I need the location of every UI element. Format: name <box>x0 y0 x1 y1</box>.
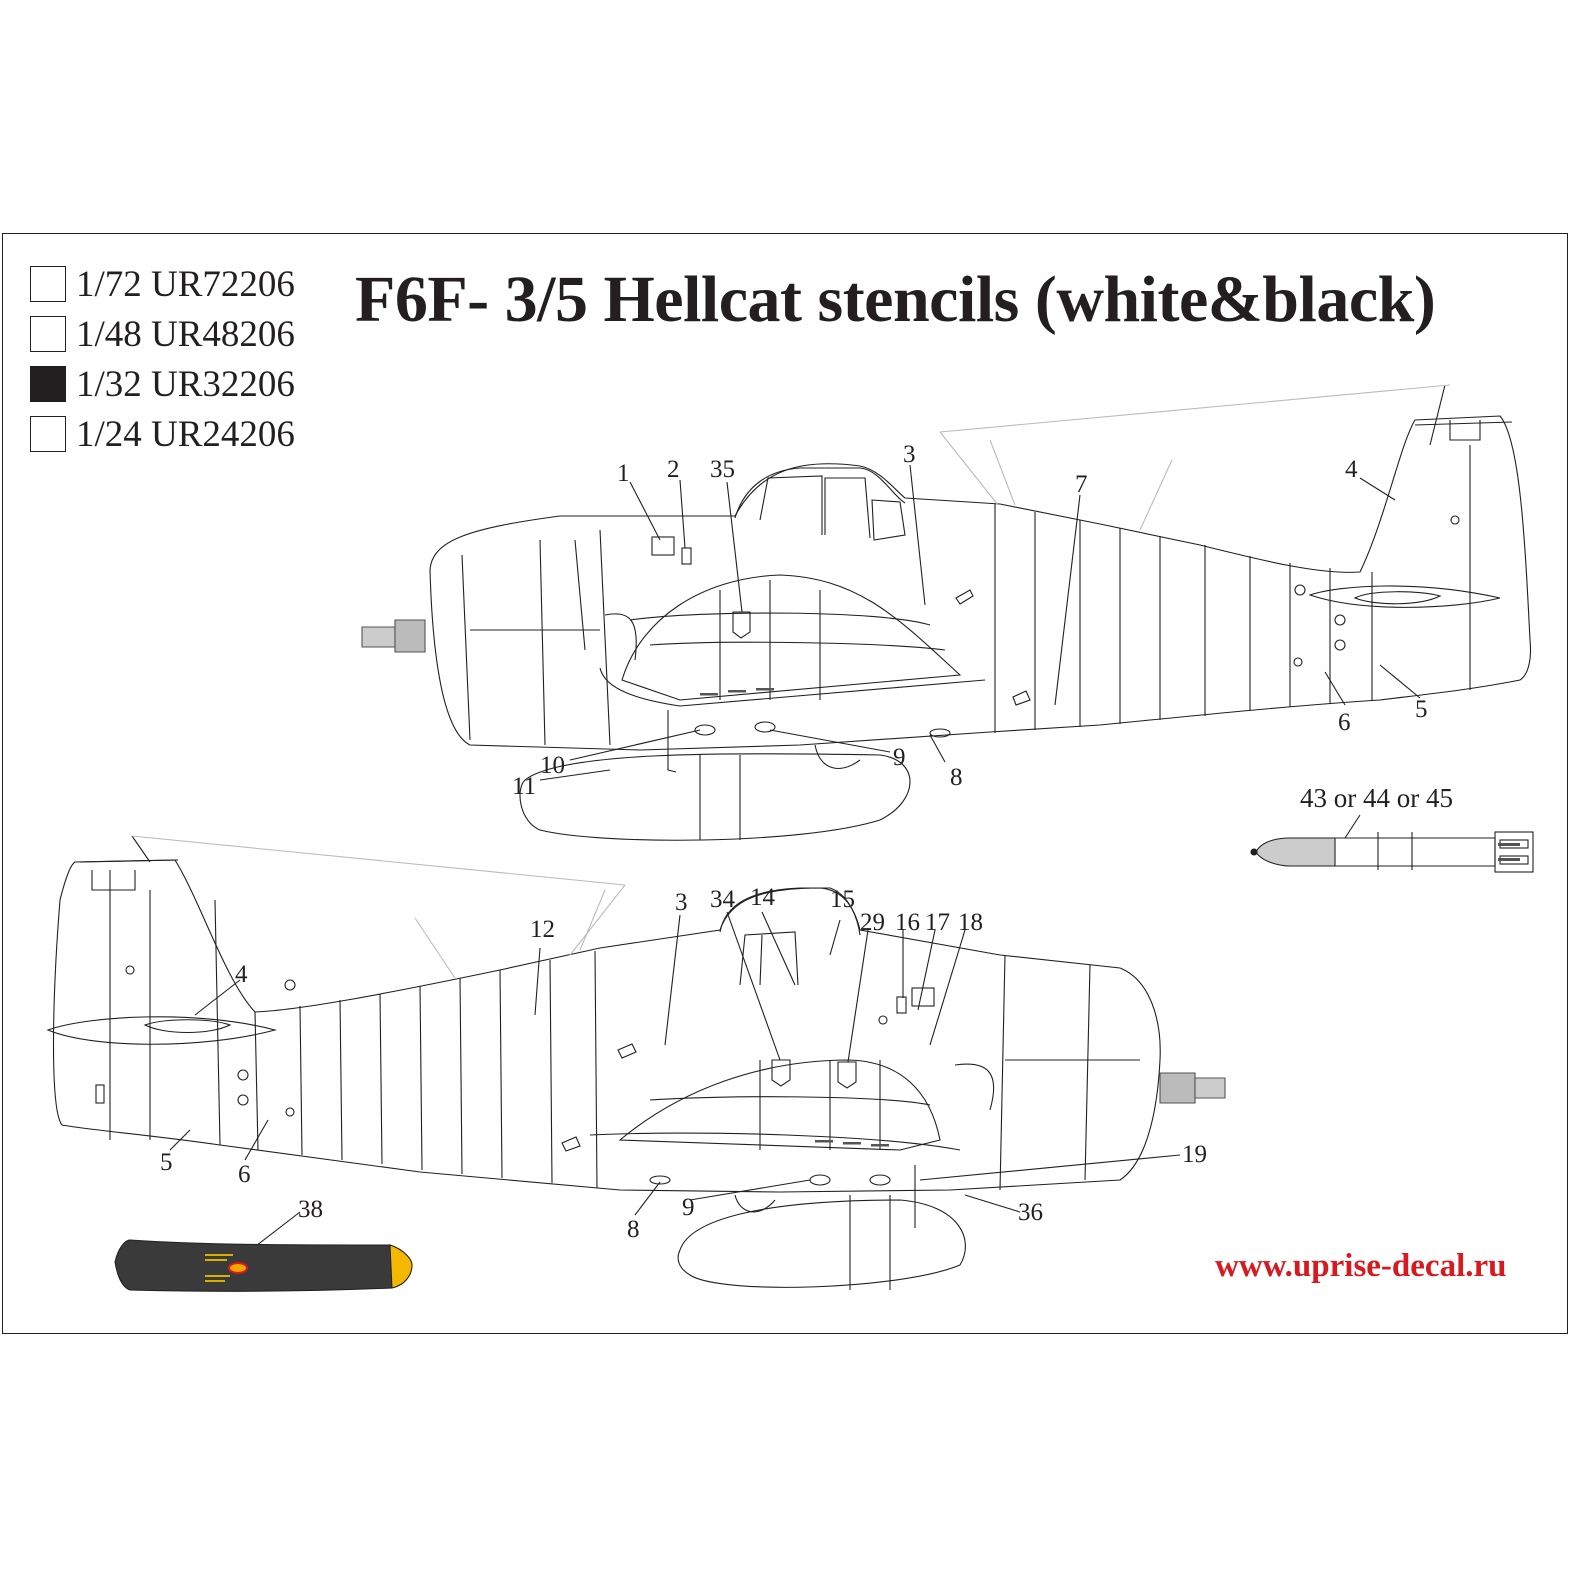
propeller-blade <box>114 1239 413 1292</box>
callout-15: 15 <box>830 886 855 913</box>
callout-11: 11 <box>512 773 537 800</box>
scale-option-1-48[interactable]: 1/48 UR48206 <box>30 312 295 356</box>
callout-14: 14 <box>750 884 775 911</box>
callout-34: 34 <box>710 886 735 913</box>
callout-5-bottom: 5 <box>160 1149 173 1176</box>
top-aircraft-outline <box>361 384 1532 841</box>
callout-4-bottom: 4 <box>235 961 248 988</box>
callout-29: 29 <box>860 909 885 936</box>
callout-36: 36 <box>1018 1199 1043 1226</box>
callout-19: 19 <box>1182 1141 1207 1168</box>
callout-3-bottom: 3 <box>675 889 688 916</box>
callout-38: 38 <box>298 1196 323 1223</box>
callout-16: 16 <box>895 909 920 936</box>
callout-17: 17 <box>925 909 950 936</box>
scale-checkbox[interactable] <box>30 416 66 452</box>
sheet-title: F6F- 3/5 Hellcat stencils (white&black) <box>355 263 1436 336</box>
callout-18: 18 <box>958 909 983 936</box>
scale-option-1-32[interactable]: 1/32 UR32206 <box>30 362 295 406</box>
callout-1: 1 <box>617 460 630 487</box>
callout-8-bottom: 8 <box>627 1216 640 1243</box>
top-callout-leaders <box>539 464 1421 781</box>
bottom-aircraft-outline <box>46 835 1226 1290</box>
callout-10: 10 <box>540 752 565 779</box>
scale-option-1-24[interactable]: 1/24 UR24206 <box>30 412 295 456</box>
callout-3: 3 <box>903 441 916 468</box>
callout-2: 2 <box>667 456 680 483</box>
callout-35: 35 <box>710 456 735 483</box>
rocket-label: 43 or 44 or 45 <box>1300 783 1453 813</box>
callout-9-bottom: 9 <box>682 1194 695 1221</box>
scale-checkbox[interactable] <box>30 266 66 302</box>
rocket-drawing <box>1250 831 1534 873</box>
callout-12: 12 <box>530 916 555 943</box>
scale-option-1-72[interactable]: 1/72 UR72206 <box>30 262 295 306</box>
scale-checkbox[interactable] <box>30 316 66 352</box>
callout-9: 9 <box>893 744 906 771</box>
callout-5: 5 <box>1415 696 1428 723</box>
sheet-frame <box>2 233 1568 1334</box>
callout-6: 6 <box>1338 709 1351 736</box>
website-url[interactable]: www.uprise-decal.ru <box>1215 1248 1507 1284</box>
callout-7: 7 <box>1075 471 1088 498</box>
rocket-leader <box>1344 814 1361 839</box>
scale-checkbox-selected[interactable] <box>30 366 66 402</box>
callout-6-bottom: 6 <box>238 1161 251 1188</box>
callout-4: 4 <box>1345 456 1358 483</box>
callout-8: 8 <box>950 764 963 791</box>
